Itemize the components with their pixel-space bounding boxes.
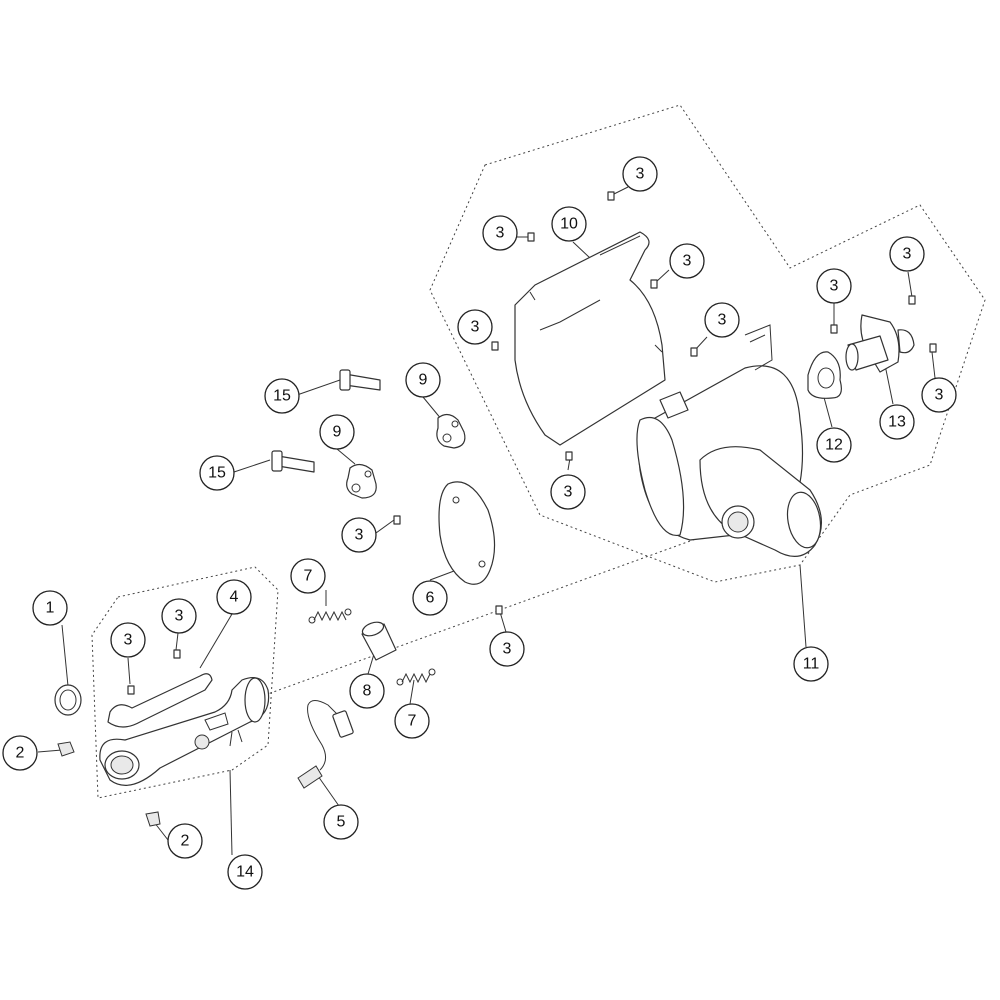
spring-part-upper [308, 608, 352, 624]
flange-gasket-part [807, 351, 842, 399]
svg-text:3: 3 [471, 319, 480, 336]
spring-part-lower [396, 668, 436, 686]
svg-text:3: 3 [903, 246, 912, 263]
svg-text:9: 9 [333, 424, 342, 441]
svg-text:3: 3 [718, 312, 727, 329]
clamp-part-lower [346, 463, 377, 499]
callout-9-upper: 9 [405, 362, 441, 398]
callout-3-pipe-left: 3 [110, 622, 146, 658]
svg-text:3: 3 [503, 641, 512, 658]
svg-text:10: 10 [560, 216, 578, 233]
callout-6: 6 [412, 580, 448, 616]
callout-3-shield-right: 3 [669, 243, 705, 279]
callout-14: 14 [227, 854, 263, 890]
gasket-plate-part [438, 481, 496, 585]
exhaust-pipe-part [99, 677, 270, 786]
svg-text:3: 3 [175, 608, 184, 625]
leader-lines [37, 186, 936, 856]
callout-3-gasket: 3 [341, 517, 377, 553]
bolt-part-upper [339, 369, 381, 391]
muffler-heat-shield-part [514, 231, 666, 446]
callout-9-lower: 9 [319, 414, 355, 450]
tail-pipe-part [845, 314, 915, 373]
callout-8: 8 [349, 673, 385, 709]
callout-2-left: 2 [2, 735, 38, 771]
svg-text:3: 3 [124, 632, 133, 649]
svg-text:3: 3 [564, 484, 573, 501]
callout-5: 5 [323, 804, 359, 840]
callout-7-lower: 7 [394, 703, 430, 739]
callout-3-tailpipe-top: 3 [889, 236, 925, 272]
bolt-part-lower [271, 450, 315, 473]
callout-3-muffler-bottom: 3 [550, 474, 586, 510]
callout-12: 12 [816, 427, 852, 463]
svg-text:14: 14 [236, 864, 254, 881]
callout-2-bottom: 2 [167, 823, 203, 859]
svg-text:2: 2 [16, 745, 25, 762]
svg-text:15: 15 [273, 388, 291, 405]
plug-part-lower [145, 811, 161, 827]
svg-text:5: 5 [337, 814, 346, 831]
callout-3-tailpipe-right: 3 [921, 377, 957, 413]
svg-text:3: 3 [636, 166, 645, 183]
muffler-group-outline [429, 104, 986, 583]
callout-3-muffler-top: 3 [704, 302, 740, 338]
callout-3-flange: 3 [816, 268, 852, 304]
svg-text:7: 7 [304, 568, 313, 585]
muffler-part [636, 324, 822, 557]
clamp-part-upper [436, 413, 466, 449]
callout-3-shield-top-left: 3 [482, 215, 518, 251]
svg-text:2: 2 [181, 833, 190, 850]
callout-7-upper: 7 [290, 558, 326, 594]
svg-text:9: 9 [419, 372, 428, 389]
callout-11: 11 [793, 646, 829, 682]
exhaust-pipe-group-outline [91, 566, 279, 799]
callout-3-shield-left: 3 [457, 309, 493, 345]
svg-text:6: 6 [426, 590, 435, 607]
svg-text:11: 11 [803, 656, 820, 673]
callout-3-shield-top: 3 [622, 156, 658, 192]
callout-1: 1 [32, 590, 68, 626]
svg-text:4: 4 [230, 589, 239, 606]
svg-text:3: 3 [496, 225, 505, 242]
callout-4: 4 [216, 579, 252, 615]
oxygen-sensor-part [297, 700, 354, 789]
svg-text:3: 3 [355, 527, 364, 544]
callout-15-lower: 15 [199, 455, 235, 491]
svg-text:8: 8 [363, 683, 372, 700]
svg-text:15: 15 [208, 465, 226, 482]
svg-text:12: 12 [825, 437, 843, 454]
svg-text:1: 1 [46, 600, 55, 617]
svg-text:3: 3 [830, 278, 839, 295]
pipe-heat-shield-part [107, 673, 213, 728]
svg-text:13: 13 [888, 414, 906, 431]
callout-3-middle: 3 [489, 631, 525, 667]
o-ring-part [54, 684, 82, 716]
screws [127, 191, 937, 695]
svg-text:3: 3 [935, 387, 944, 404]
callout-15-upper: 15 [264, 378, 300, 414]
callout-10: 10 [551, 206, 587, 242]
callout-3-pipe-top: 3 [161, 598, 197, 634]
plug-part-upper [57, 741, 75, 757]
svg-text:7: 7 [408, 713, 417, 730]
svg-text:3: 3 [683, 253, 692, 270]
callout-13: 13 [879, 404, 915, 440]
sleeve-part [361, 621, 397, 661]
